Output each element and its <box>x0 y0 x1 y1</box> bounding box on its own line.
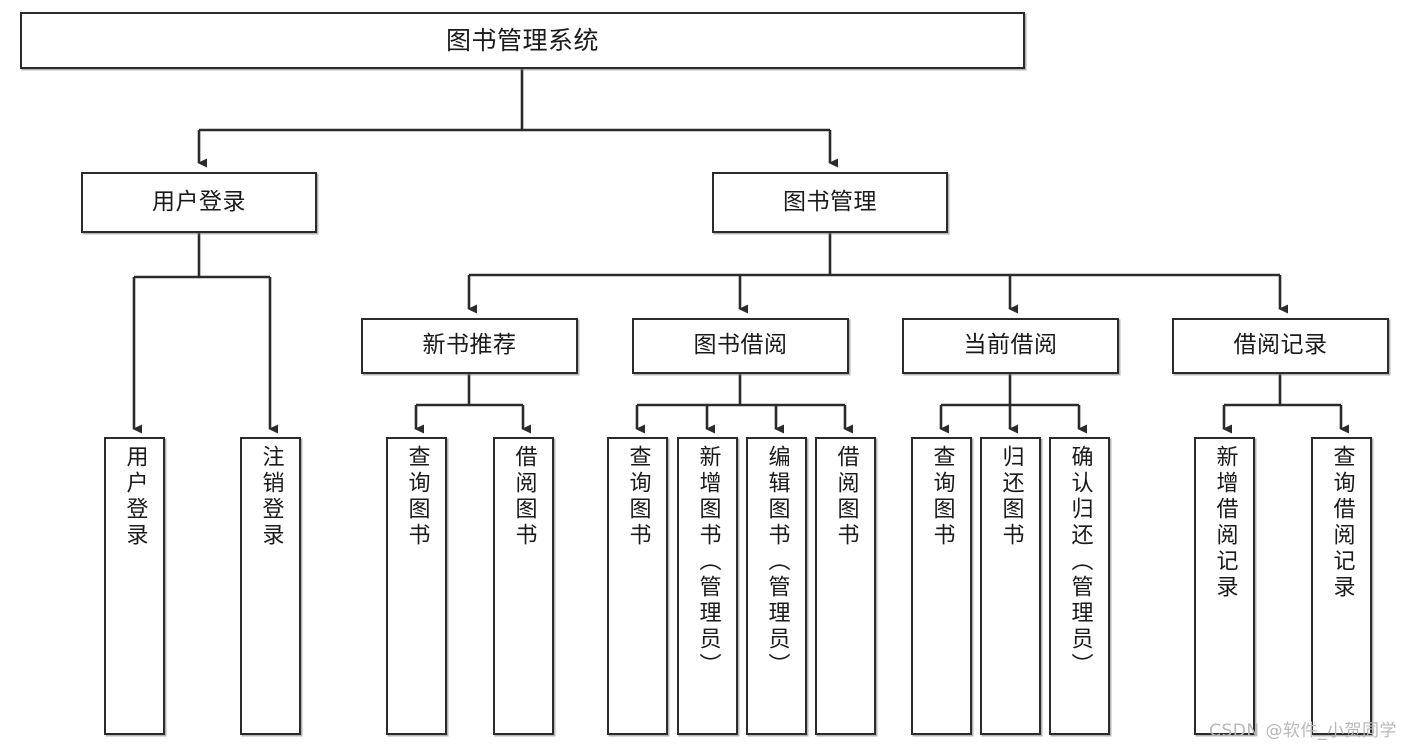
node-label: 用户登录 <box>122 445 148 549</box>
node-label: 新增图书（管理员） <box>695 445 721 679</box>
node-label: 查询图书 <box>404 445 430 549</box>
leaf-confirm-return[interactable]: 确认归还（管理员） <box>1049 437 1110 735</box>
node-label: 图书管理系统 <box>445 25 599 55</box>
node-book-borrow[interactable]: 图书借阅 <box>632 318 849 374</box>
node-label: 查询图书 <box>929 445 955 549</box>
node-book-manage[interactable]: 图书管理 <box>712 172 948 233</box>
leaf-query-book-3[interactable]: 查询图书 <box>911 437 972 735</box>
leaf-query-record[interactable]: 查询借阅记录 <box>1311 437 1372 735</box>
node-label: 新增借阅记录 <box>1212 445 1238 601</box>
leaf-add-record[interactable]: 新增借阅记录 <box>1194 437 1255 735</box>
node-label: 注销登录 <box>258 445 284 549</box>
node-root-system[interactable]: 图书管理系统 <box>20 12 1025 69</box>
node-label: 归还图书 <box>998 445 1024 549</box>
leaf-logout-login[interactable]: 注销登录 <box>240 437 301 735</box>
node-current-borrow[interactable]: 当前借阅 <box>902 318 1119 374</box>
node-label: 用户登录 <box>152 188 246 215</box>
node-label: 编辑图书（管理员） <box>764 445 790 679</box>
node-label: 确认归还（管理员） <box>1067 445 1093 679</box>
csdn-watermark: CSDN @软件_小贺同学 <box>1209 721 1397 741</box>
leaf-add-book[interactable]: 新增图书（管理员） <box>677 437 738 735</box>
leaf-return-book[interactable]: 归还图书 <box>980 437 1041 735</box>
node-label: 借阅记录 <box>1233 332 1328 359</box>
leaf-query-book-1[interactable]: 查询图书 <box>386 437 447 735</box>
node-user-login[interactable]: 用户登录 <box>81 172 317 233</box>
node-borrow-record[interactable]: 借阅记录 <box>1172 318 1389 374</box>
node-label: 当前借阅 <box>963 332 1058 359</box>
node-label: 图书管理 <box>783 188 877 215</box>
leaf-user-login[interactable]: 用户登录 <box>104 437 165 735</box>
node-label: 借阅图书 <box>833 445 859 549</box>
node-label: 查询借阅记录 <box>1329 445 1355 601</box>
node-label: 借阅图书 <box>511 445 537 549</box>
leaf-borrow-book-1[interactable]: 借阅图书 <box>493 437 554 735</box>
node-label: 新书推荐 <box>422 332 517 359</box>
leaf-edit-book[interactable]: 编辑图书（管理员） <box>746 437 807 735</box>
node-new-book-recommend[interactable]: 新书推荐 <box>361 318 578 374</box>
node-label: 查询图书 <box>625 445 651 549</box>
leaf-query-book-2[interactable]: 查询图书 <box>607 437 668 735</box>
leaf-borrow-book-2[interactable]: 借阅图书 <box>815 437 876 735</box>
node-label: 图书借阅 <box>693 332 788 359</box>
